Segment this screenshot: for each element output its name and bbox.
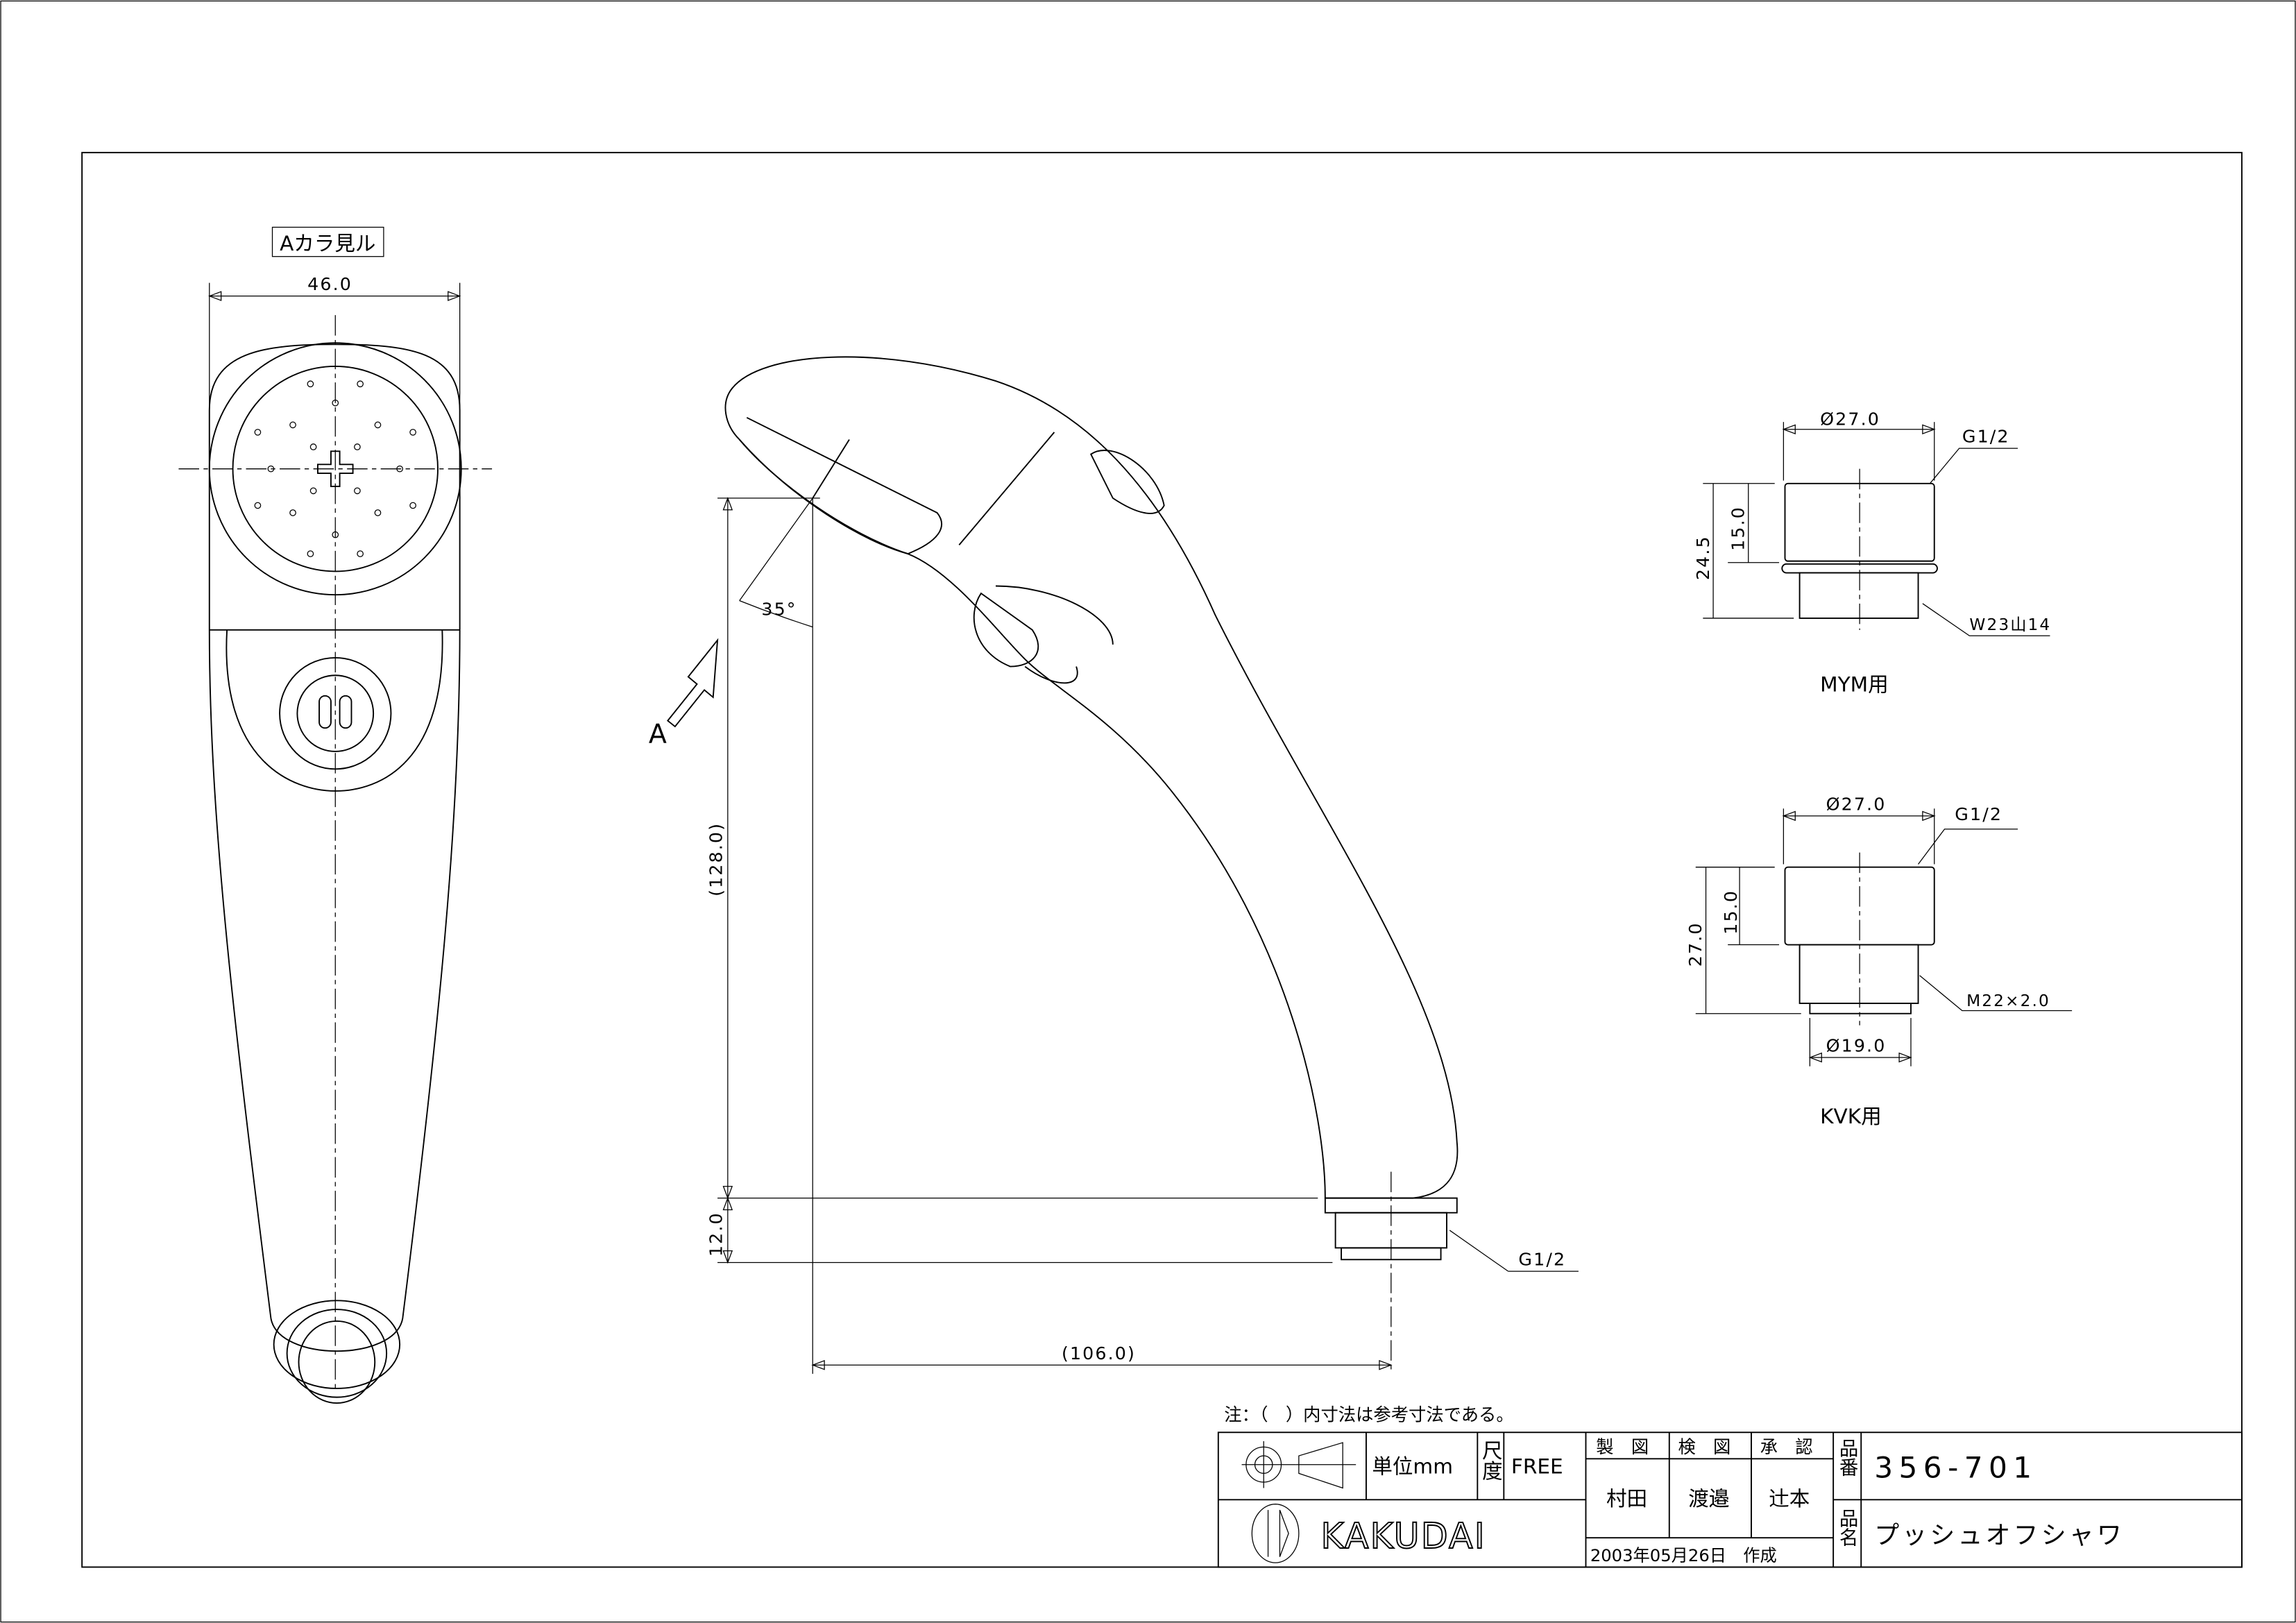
checked-by: 渡邉 [1688, 1487, 1729, 1511]
kvk-diameter: Ø27.0 [1826, 793, 1887, 814]
height-ref-dimension: (128.0) [705, 822, 726, 897]
kvk-thread-top: G1/2 [1955, 804, 2002, 824]
svg-text:KAKUDAI: KAKUDAI [1321, 1515, 1486, 1556]
part-name: プッシュオフシャワ [1874, 1522, 2125, 1550]
handle-outline [208, 343, 461, 1352]
fitting-kvk: Ø27.0 27.0 15.0 Ø19.0 G1/2 M22×2.0 KVK用 [1685, 793, 2073, 1128]
hose-connector [273, 1300, 401, 1404]
part-name-label: 品名 [1836, 1509, 1858, 1547]
view-label-box [271, 226, 384, 257]
approved-by: 辻本 [1769, 1487, 1810, 1511]
width-dimension: 46.0 [307, 273, 352, 294]
part-number: 356-701 [1874, 1451, 2037, 1485]
push-button [296, 674, 375, 752]
side-button [1089, 450, 1165, 514]
kvk-body-height: 15.0 [1720, 890, 1741, 935]
push-button-outer [279, 656, 392, 770]
view-arrow-label: A [649, 718, 667, 749]
mym-body-height: 15.0 [1727, 506, 1748, 551]
angle-dimension: 35° [761, 599, 797, 620]
kvk-total-height: 27.0 [1685, 921, 1706, 967]
drawn-by: 村田 [1606, 1487, 1647, 1511]
drawing-frame [81, 151, 2243, 1568]
kvk-bottom-diameter: Ø19.0 [1826, 1035, 1887, 1056]
mym-diameter: Ø27.0 [1820, 408, 1880, 429]
side-knob [973, 592, 1039, 668]
thread-label: G1/2 [1518, 1249, 1566, 1270]
drawn-label: 製 図 [1596, 1436, 1649, 1457]
checked-label: 検 図 [1678, 1436, 1730, 1457]
scale-label: 尺度 [1479, 1440, 1502, 1481]
view-label: Aカラ見ル [280, 232, 375, 255]
mym-thread-bottom: W23山14 [1969, 615, 2051, 634]
reference-note: 注：（ ）内寸法は参考寸法である。 [1224, 1404, 1513, 1425]
view-direction-arrow [666, 638, 719, 728]
connector-height-dimension: 12.0 [705, 1212, 726, 1257]
side-view: (128.0) 12.0 (106.0) 35° G1/2 A [649, 356, 1579, 1374]
title-block: 注：（ ）内寸法は参考寸法である。 単位mm 尺度 FREE 製 図 検 図 承… [1217, 1404, 2243, 1568]
mym-label: MYM用 [1820, 672, 1889, 696]
projection-symbol-icon [1241, 1441, 1357, 1489]
kakudai-logo: KAKUDAI [1251, 1504, 1486, 1563]
kvk-label: KVK用 [1820, 1105, 1881, 1128]
creation-date: 2003年05月26日 作成 [1590, 1545, 1777, 1565]
length-ref-dimension: (106.0) [1062, 1343, 1136, 1363]
unit: 単位mm [1372, 1454, 1453, 1478]
kvk-thread-bottom: M22×2.0 [1966, 992, 2050, 1010]
fitting-mym: Ø27.0 24.5 15.0 G1/2 W23山14 MYM用 [1692, 408, 2051, 696]
approved-label: 承 認 [1760, 1436, 1813, 1457]
mym-total-height: 24.5 [1692, 535, 1713, 580]
mym-thread-top: G1/2 [1962, 426, 2010, 447]
shower-head-outline [724, 356, 1459, 1199]
scale-value: FREE [1511, 1454, 1563, 1478]
center-cross [316, 450, 354, 487]
front-view: Aカラ見ル 46.0 [178, 226, 493, 1404]
part-no-label: 品番 [1836, 1438, 1859, 1477]
